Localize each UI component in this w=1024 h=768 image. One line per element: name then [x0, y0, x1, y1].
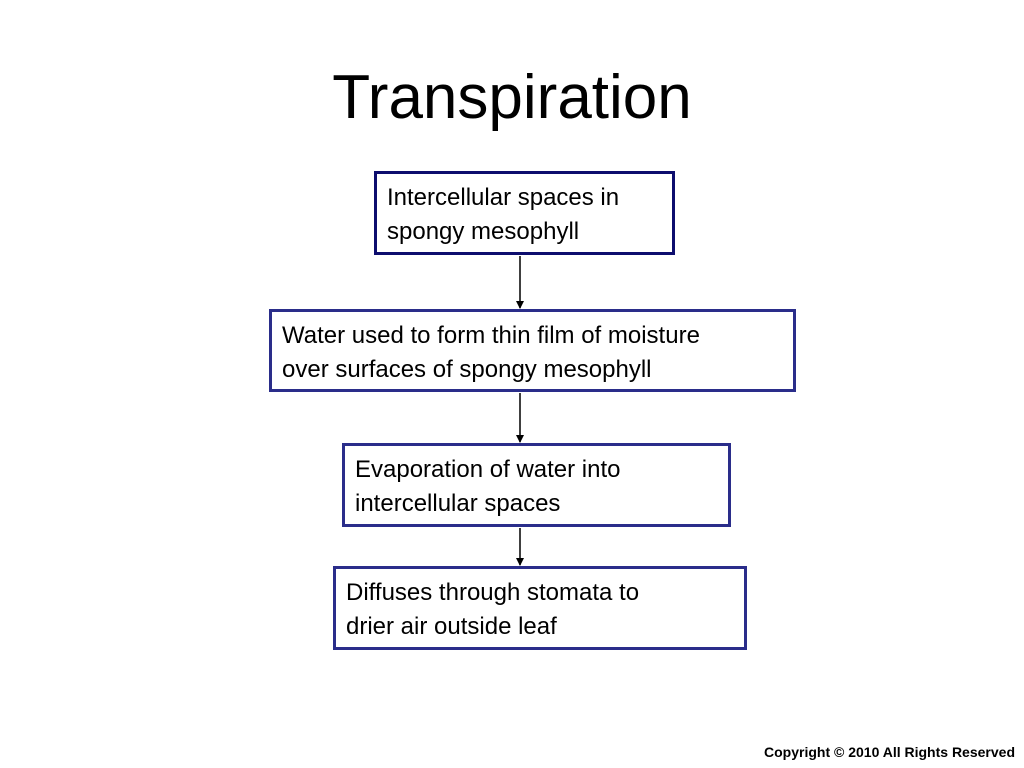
flow-step-diffusion-stomata: Diffuses through stomata to drier air ou…	[333, 566, 747, 650]
flow-step-evaporation: Evaporation of water into intercellular …	[342, 443, 731, 527]
copyright-notice: Copyright © 2010 All Rights Reserved	[764, 744, 1015, 760]
flow-step-thin-film-moisture: Water used to form thin film of moisture…	[269, 309, 796, 392]
slide-title: Transpiration	[332, 63, 692, 132]
flow-step-intercellular-spaces: Intercellular spaces in spongy mesophyll	[374, 171, 675, 255]
